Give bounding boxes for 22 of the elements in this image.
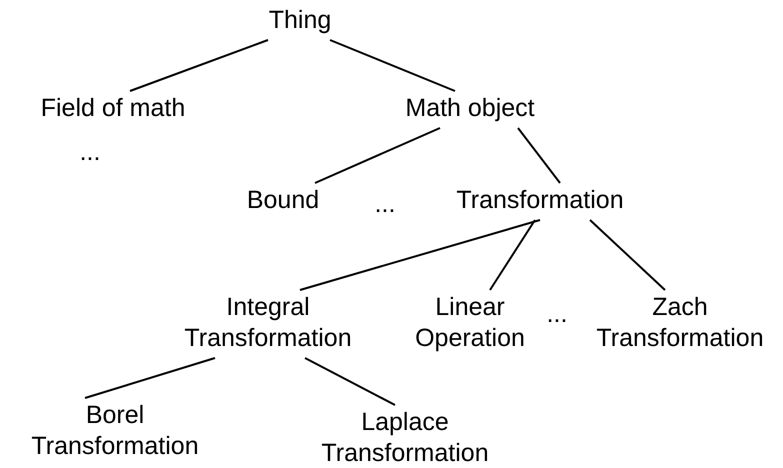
tree-node-label: Field of math <box>13 93 213 124</box>
tree-node-label: Transformation <box>435 185 645 216</box>
ellipsis: ... <box>546 302 568 327</box>
connector-line <box>589 219 666 291</box>
tree-node-label: Borel Transformation <box>10 400 220 462</box>
connector-line <box>300 219 540 291</box>
tree-node-label: Laplace Transformation <box>300 407 510 468</box>
connector-line <box>517 127 561 184</box>
tree-node-label: Linear Operation <box>405 292 535 354</box>
ellipsis: ... <box>374 192 396 217</box>
tree-node-label: Bound <box>233 185 333 216</box>
connector-line <box>304 357 396 406</box>
connector-line <box>314 127 440 184</box>
connector-line <box>330 39 456 92</box>
tree-node-label: Zach Transformation <box>575 292 783 354</box>
ellipsis: ... <box>80 140 100 165</box>
connector-line <box>84 357 216 399</box>
tree-node-label: Math object <box>380 93 560 124</box>
tree-node-label: Integral Transformation <box>160 292 376 354</box>
tree-node-label: Thing <box>255 5 345 36</box>
connector-line <box>489 219 536 291</box>
connector-line <box>130 39 268 92</box>
